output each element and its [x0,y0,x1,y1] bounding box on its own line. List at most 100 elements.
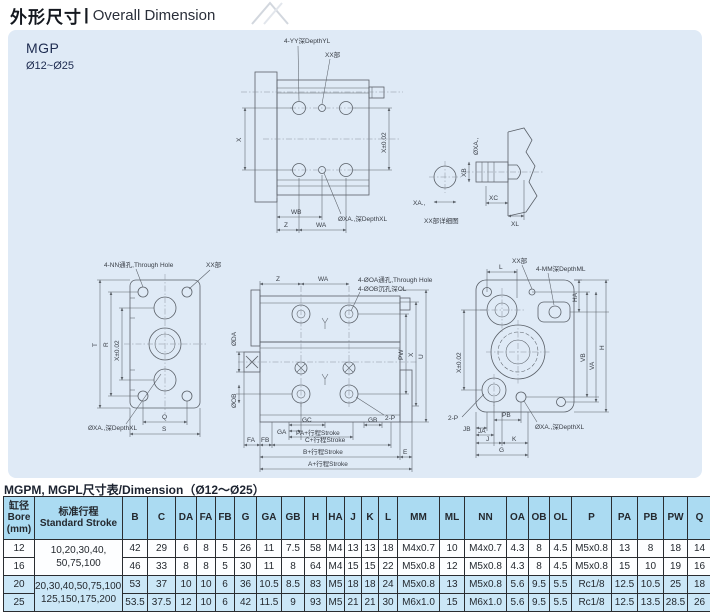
page-title: 外形尺寸 | Overall Dimension [10,2,215,28]
dim-cell: 58 [304,539,327,558]
dim-cell: 21 [361,593,379,612]
right-dim-h: H [599,345,606,350]
right-label-xx: XX部 [512,256,528,265]
top-dim-wb: WB [291,209,301,216]
right-dim-x-tol: X±0.02 [456,352,463,373]
dim-cell: 11 [256,557,282,576]
left-dim-r: R [103,342,110,347]
dim-cell: 13.5 [637,593,664,612]
right-dim-ha: HA [572,292,579,302]
dim-cell: 12 [439,557,465,576]
col-header-bore: 缸径 Bore (mm) [3,496,35,540]
dim-cell: 4.5 [549,539,572,558]
bore-cell: 25 [3,593,35,612]
col-header-h: H [304,496,327,540]
col-header-pw: PW [663,496,688,540]
right-dim-l: L [499,264,503,271]
top-dim-x-tol: X±0.02 [381,132,388,153]
dim-cell: M4x0.7 [464,539,507,558]
dim-cell: 16 [687,557,710,576]
left-view-drawing: T R X±0.02 Q S 4-NN通孔,Through Hole XX部 [88,260,222,437]
dim-cell: 10 [637,557,664,576]
dim-cell: 8 [196,557,216,576]
dim-cell: 18 [344,575,362,594]
dim-cell: 64 [304,557,327,576]
detail-dim-xb: XB [461,168,468,177]
dim-cell: 8 [281,557,305,576]
center-label-oa: 4-ØOA通孔,Through Hole [358,275,433,284]
dim-cell: 19 [663,557,688,576]
dim-cell: 10.5 [256,575,282,594]
left-dim-s: S [162,426,167,433]
right-dim-k: K [512,436,517,443]
center-dim-wa: WA [318,276,329,283]
center-dim-c-stroke: C+行程Stroke [305,435,346,444]
center-label-ob: 4-ØOB沉孔深OL [358,284,407,293]
right-dim-j: J [486,436,489,443]
center-dim-pa-stroke: PA+行程Stroke [296,428,340,437]
col-header-da: DA [175,496,197,540]
col-header-fb: FB [215,496,235,540]
left-label-xx: XX部 [206,260,222,269]
center-dim-gc: GC [302,417,312,424]
dim-cell: 5.6 [506,593,529,612]
dim-cell: M5x0.8 [397,557,440,576]
col-header-b: B [122,496,148,540]
dim-cell: 53.5 [122,593,148,612]
dim-cell: 28.5 [663,593,688,612]
col-header-j: J [344,496,362,540]
right-dim-jb: JB [463,426,471,433]
center-dim-e: E [403,449,408,456]
dim-cell: 12.5 [611,575,638,594]
left-label-xa: ØXA.,深DepthXL [88,423,138,432]
center-dim-ga: GA [277,429,287,436]
dim-cell: 26 [234,539,257,558]
dim-cell: 10 [196,575,216,594]
center-dim-u: U [418,354,425,359]
col-header-pb: PB [637,496,664,540]
dim-cell: 18 [378,539,398,558]
dim-cell: 10 [439,539,465,558]
dim-cell: 29 [147,539,176,558]
right-dim-vb: VB [580,353,587,362]
dim-cell: 6 [215,593,235,612]
detail-dim-dia-xa: ØXA., [473,137,480,155]
dim-cell: 42 [122,539,148,558]
dim-cell: 10 [196,593,216,612]
dim-cell: 30 [378,593,398,612]
top-view-drawing: X X±0.02 WB Z WA 4-YY深DepthYL XX部 ØXA.,深… [236,36,403,233]
dim-cell: 42 [234,593,257,612]
col-header-ol: OL [549,496,572,540]
bore-cell: 12 [3,539,35,558]
dim-cell: 26 [687,593,710,612]
left-dim-x-tol: X±0.02 [114,340,121,361]
dim-cell: M5x0.8 [464,557,507,576]
col-header-fa: FA [196,496,216,540]
dim-cell: 30 [234,557,257,576]
dim-cell: 8 [528,539,550,558]
dim-cell: 11.5 [256,593,282,612]
right-view-drawing: L HA VB VA H X±0.02 XX部 4 [448,256,609,458]
dim-cell: 33 [147,557,176,576]
left-dim-q: Q [162,414,167,421]
dim-cell: 37.5 [147,593,176,612]
dim-cell: 8 [196,539,216,558]
dim-cell: M5x0.8 [464,575,507,594]
stroke-cell: 10,20,30,40,50,75,100 [34,539,123,576]
top-dim-z: Z [284,222,288,229]
model-label: MGP [26,40,60,56]
top-dim-wa: WA [316,222,327,229]
dim-cell: 14 [687,539,710,558]
col-header-ml: ML [439,496,465,540]
top-label-xa: ØXA.,深DepthXL [338,214,388,223]
dim-cell: M5 [326,593,345,612]
dim-cell: 15 [361,557,379,576]
dim-cell: 15 [439,593,465,612]
stroke-cell: 20,30,40,50,75,100,125,150,175,200 [34,575,123,612]
dim-cell: 9.5 [528,575,550,594]
dim-cell: M5x0.8 [571,539,612,558]
dim-cell: 36 [234,575,257,594]
top-label-yy: 4-YY深DepthYL [284,36,331,45]
